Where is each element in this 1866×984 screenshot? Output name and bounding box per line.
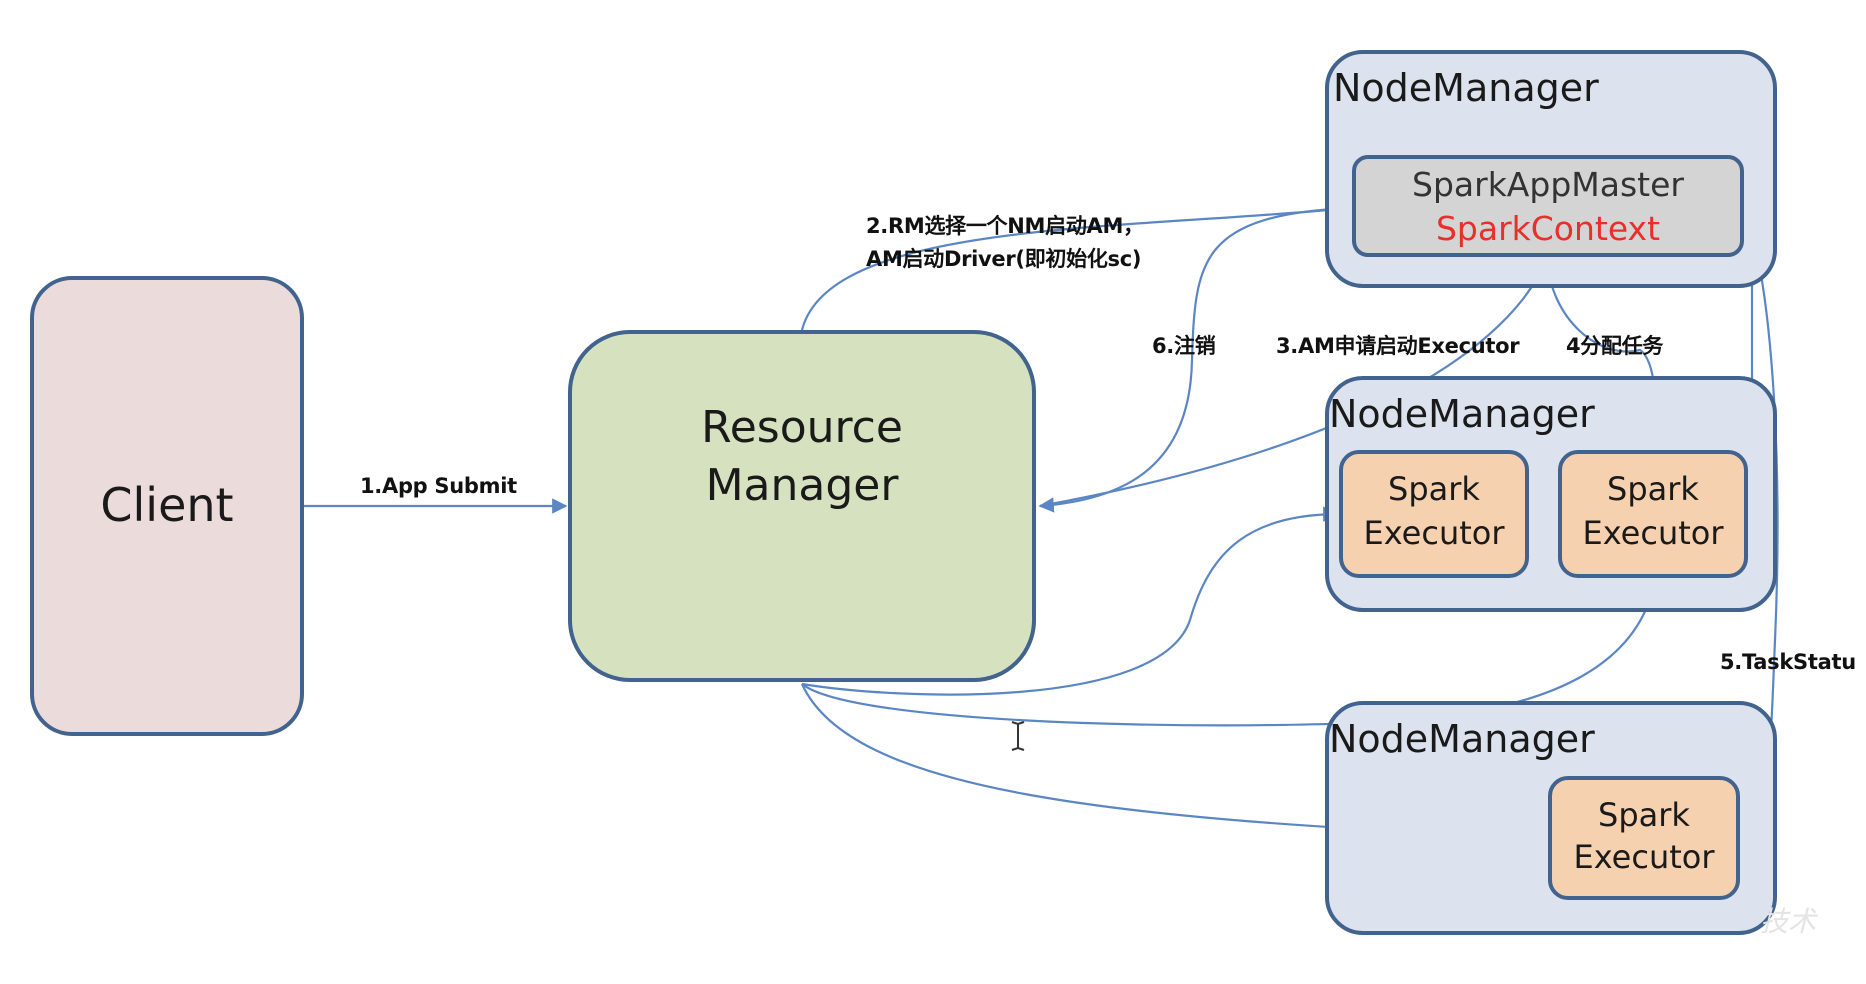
client-node: Client <box>30 276 304 736</box>
executor-2-label-line2: Executor <box>1582 514 1724 552</box>
executor-1-label-line1: Spark <box>1388 470 1480 508</box>
executor-1-label-line2: Executor <box>1363 514 1505 552</box>
assign-tasks-label: 4分配任务 <box>1566 334 1664 358</box>
node-manager-3-label: NodeManager <box>1329 717 1595 761</box>
app-master-label: SparkAppMaster <box>1412 165 1684 204</box>
arrow-rm-to-am <box>800 201 1352 331</box>
spark-executor-3: Spark Executor <box>1548 776 1740 900</box>
executor-3-label-line2: Executor <box>1573 838 1715 876</box>
watermark-text: 技术 <box>1760 905 1817 938</box>
rm-select-label-line1: 2.RM选择一个NM启动AM， <box>866 214 1144 238</box>
executor-3-label-line1: Spark <box>1598 796 1690 834</box>
rm-select-label-line2: AM启动Driver(即初始化sc) <box>866 247 1142 271</box>
deregister-label: 6.注销 <box>1152 334 1216 358</box>
node-manager-1-label: NodeManager <box>1333 66 1599 110</box>
arrow-rm-to-ex1 <box>801 506 1339 696</box>
spark-app-master-node: SparkAppMaster SparkContext <box>1352 155 1744 257</box>
executor-2-label-line1: Spark <box>1607 470 1699 508</box>
task-status-label: 5.TaskStatu <box>1720 650 1856 674</box>
spark-executor-2: Spark Executor <box>1558 450 1748 578</box>
resource-manager-label-line2: Manager <box>705 460 899 511</box>
spark-executor-1: Spark Executor <box>1339 450 1529 578</box>
spark-context-label: SparkContext <box>1435 209 1661 248</box>
am-request-label: 3.AM申请启动Executor <box>1276 334 1520 358</box>
node-manager-2-label: NodeManager <box>1329 392 1595 436</box>
app-submit-label: 1.App Submit <box>360 474 517 498</box>
resource-manager-label-line1: Resource <box>701 402 903 453</box>
resource-manager-node: Resource Manager <box>568 330 1036 682</box>
text-cursor-icon <box>1011 721 1025 751</box>
client-label: Client <box>100 478 234 532</box>
